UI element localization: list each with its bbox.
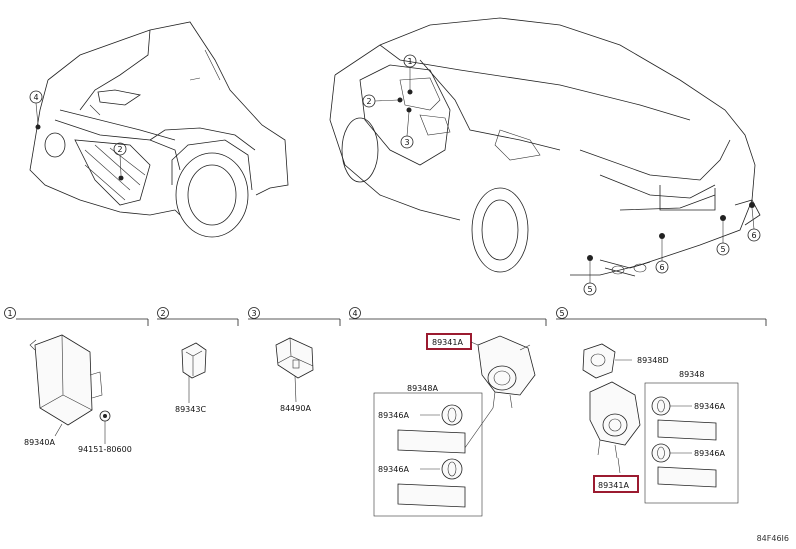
bracket-part-top (397, 429, 466, 454)
switch-part (275, 337, 314, 379)
control-module-part (34, 334, 93, 426)
callout-3-rear: 3 (404, 138, 409, 147)
highlight-box-89341A (426, 333, 472, 350)
part-89346A-sec4-top: 89346A (378, 411, 409, 420)
bracket-part-rear-bottom (657, 466, 717, 488)
part-89341A-sec5[interactable]: 89341A (598, 481, 629, 490)
retainer-part-bottom (441, 458, 463, 480)
part-89346A-sec5-top: 89346A (694, 402, 725, 411)
part-89348A: 89348A (407, 384, 438, 393)
callout-1-rear: 1 (407, 57, 412, 66)
section-3-number: 3 (251, 309, 256, 318)
callout-4-front: 4 (33, 93, 38, 102)
rear-car-illustration: 1 2 3 5 6 5 6 (329, 17, 761, 296)
part-94151-80600: 94151-80600 (78, 445, 132, 454)
part-89348D: 89348D (637, 356, 669, 365)
section-headers: 1 2 3 4 5 (4, 307, 767, 326)
sensor-connector-part (181, 342, 207, 379)
callout-5-rear-left: 5 (587, 285, 592, 294)
part-89346A-sec5-bottom: 89346A (694, 449, 725, 458)
part-89340A: 89340A (24, 438, 55, 447)
highlight-box-89341A-rear (593, 475, 639, 493)
section-1-parts: 89340A 94151-80600 (24, 334, 132, 454)
part-89343C: 89343C (175, 405, 206, 414)
part-84490A: 84490A (280, 404, 311, 413)
diagram-code: 84F46I6 (757, 534, 789, 543)
callout-6-rear-right: 6 (751, 231, 756, 240)
section-4-parts: 89341A 89348A 89346A 89346A (373, 333, 536, 517)
part-89348: 89348 (679, 370, 704, 379)
callout-2-rear: 2 (366, 97, 371, 106)
bracket-part-bottom (397, 483, 466, 508)
bracket-part-rear-top (657, 419, 717, 441)
section-5-parts: 89348D 89348 89341A 89346A 89346A (582, 343, 739, 504)
section-1-number: 1 (7, 309, 12, 318)
callout-5-rear-right: 5 (720, 245, 725, 254)
section-4-number: 4 (352, 309, 357, 318)
section-3-parts: 84490A (275, 337, 314, 413)
retainer-part-top (441, 404, 463, 426)
section-2-parts: 89343C (175, 342, 207, 414)
callout-6-rear-left: 6 (659, 263, 664, 272)
part-89341A-sec4[interactable]: 89341A (432, 338, 463, 347)
section-2-number: 2 (160, 309, 165, 318)
callout-2-front: 2 (117, 145, 122, 154)
ultrasonic-sensor-part-rear (589, 381, 641, 446)
sensor-bezel-part (582, 343, 616, 379)
section-5-number: 5 (559, 309, 564, 318)
part-89346A-sec4-bottom: 89346A (378, 465, 409, 474)
front-car-illustration: 4 2 (29, 21, 289, 238)
